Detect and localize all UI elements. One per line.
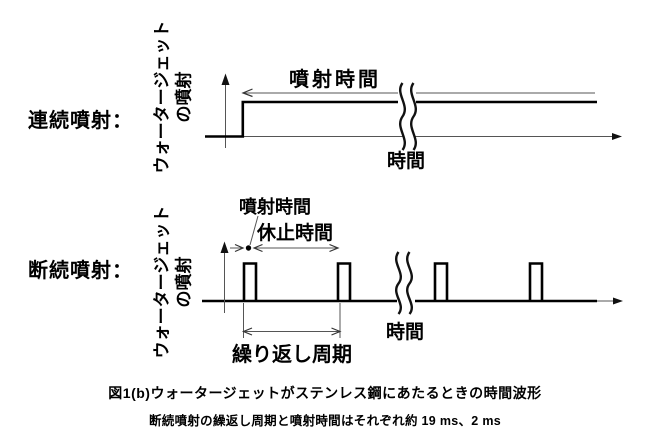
top-time-axis-arrow-icon xyxy=(612,133,622,140)
jet-time-dim-dot-icon xyxy=(245,245,252,251)
top-y-axis-arrow-icon xyxy=(221,73,230,85)
bottom-break-squiggle-left xyxy=(395,251,402,315)
jet-time-dim-right-arrow-icon xyxy=(234,243,245,253)
period-left-arrow-icon xyxy=(241,327,253,336)
top-duration-label: 噴射時間 xyxy=(289,69,381,91)
top-y-axis-title: ウォータージェット の噴射 xyxy=(152,10,196,185)
rest-time-left-arrow-icon xyxy=(252,243,263,253)
row-label-continuous-jet: 連続噴射： xyxy=(28,110,133,132)
pulse-4 xyxy=(528,262,544,301)
bottom-time-axis-arrow-icon xyxy=(613,297,623,305)
caption-title: 図1(b)ウォータージェットがステンレス鋼にあたるときの時間波形 xyxy=(108,385,542,401)
bottom-time-axis-label: 時間 xyxy=(386,322,425,343)
bottom-break-mask xyxy=(396,248,412,318)
top-break-mask xyxy=(400,79,416,154)
top-break-squiggle-right xyxy=(410,82,417,151)
bottom-y-axis-title-line2: の噴射 xyxy=(174,256,194,308)
top-break-squiggle-left xyxy=(399,82,406,151)
period-right-arrow-icon xyxy=(331,327,342,336)
jet-time-leader-line xyxy=(249,215,259,246)
bottom-y-axis-title: ウォータージェット の噴射 xyxy=(152,195,196,370)
bottom-waveform xyxy=(202,215,623,338)
top-duration-dimension-arrow-icon xyxy=(241,88,253,98)
figure-caption: 図1(b)ウォータージェットがステンレス鋼にあたるときの時間波形 断続噴射の繰返… xyxy=(0,383,650,429)
rest-time-right-arrow-icon xyxy=(329,243,340,253)
bottom-break-squiggle-right xyxy=(406,251,413,315)
caption-subtitle: 断続噴射の繰返し周期と噴射時間はそれぞれ約 19 ms、2 ms xyxy=(148,414,501,428)
top-signal-step xyxy=(205,100,398,138)
top-time-axis-label: 時間 xyxy=(387,151,426,172)
top-y-axis-title-line2: の噴射 xyxy=(174,71,194,123)
bottom-y-axis-arrow-icon xyxy=(220,241,229,253)
top-y-axis-title-line1: ウォータージェット xyxy=(152,20,172,174)
bottom-jet-time-label: 噴射時間 xyxy=(239,197,311,217)
top-waveform xyxy=(205,73,622,154)
bottom-y-axis-title-line1: ウォータージェット xyxy=(152,205,172,359)
bottom-period-label: 繰り返し周期 xyxy=(232,344,352,366)
pulse-3 xyxy=(433,262,449,301)
pulse-2 xyxy=(336,262,352,301)
row-label-intermittent-jet: 断続噴射： xyxy=(28,260,133,282)
pulse-1 xyxy=(242,262,258,301)
bottom-rest-time-label: 休止時間 xyxy=(257,223,334,244)
